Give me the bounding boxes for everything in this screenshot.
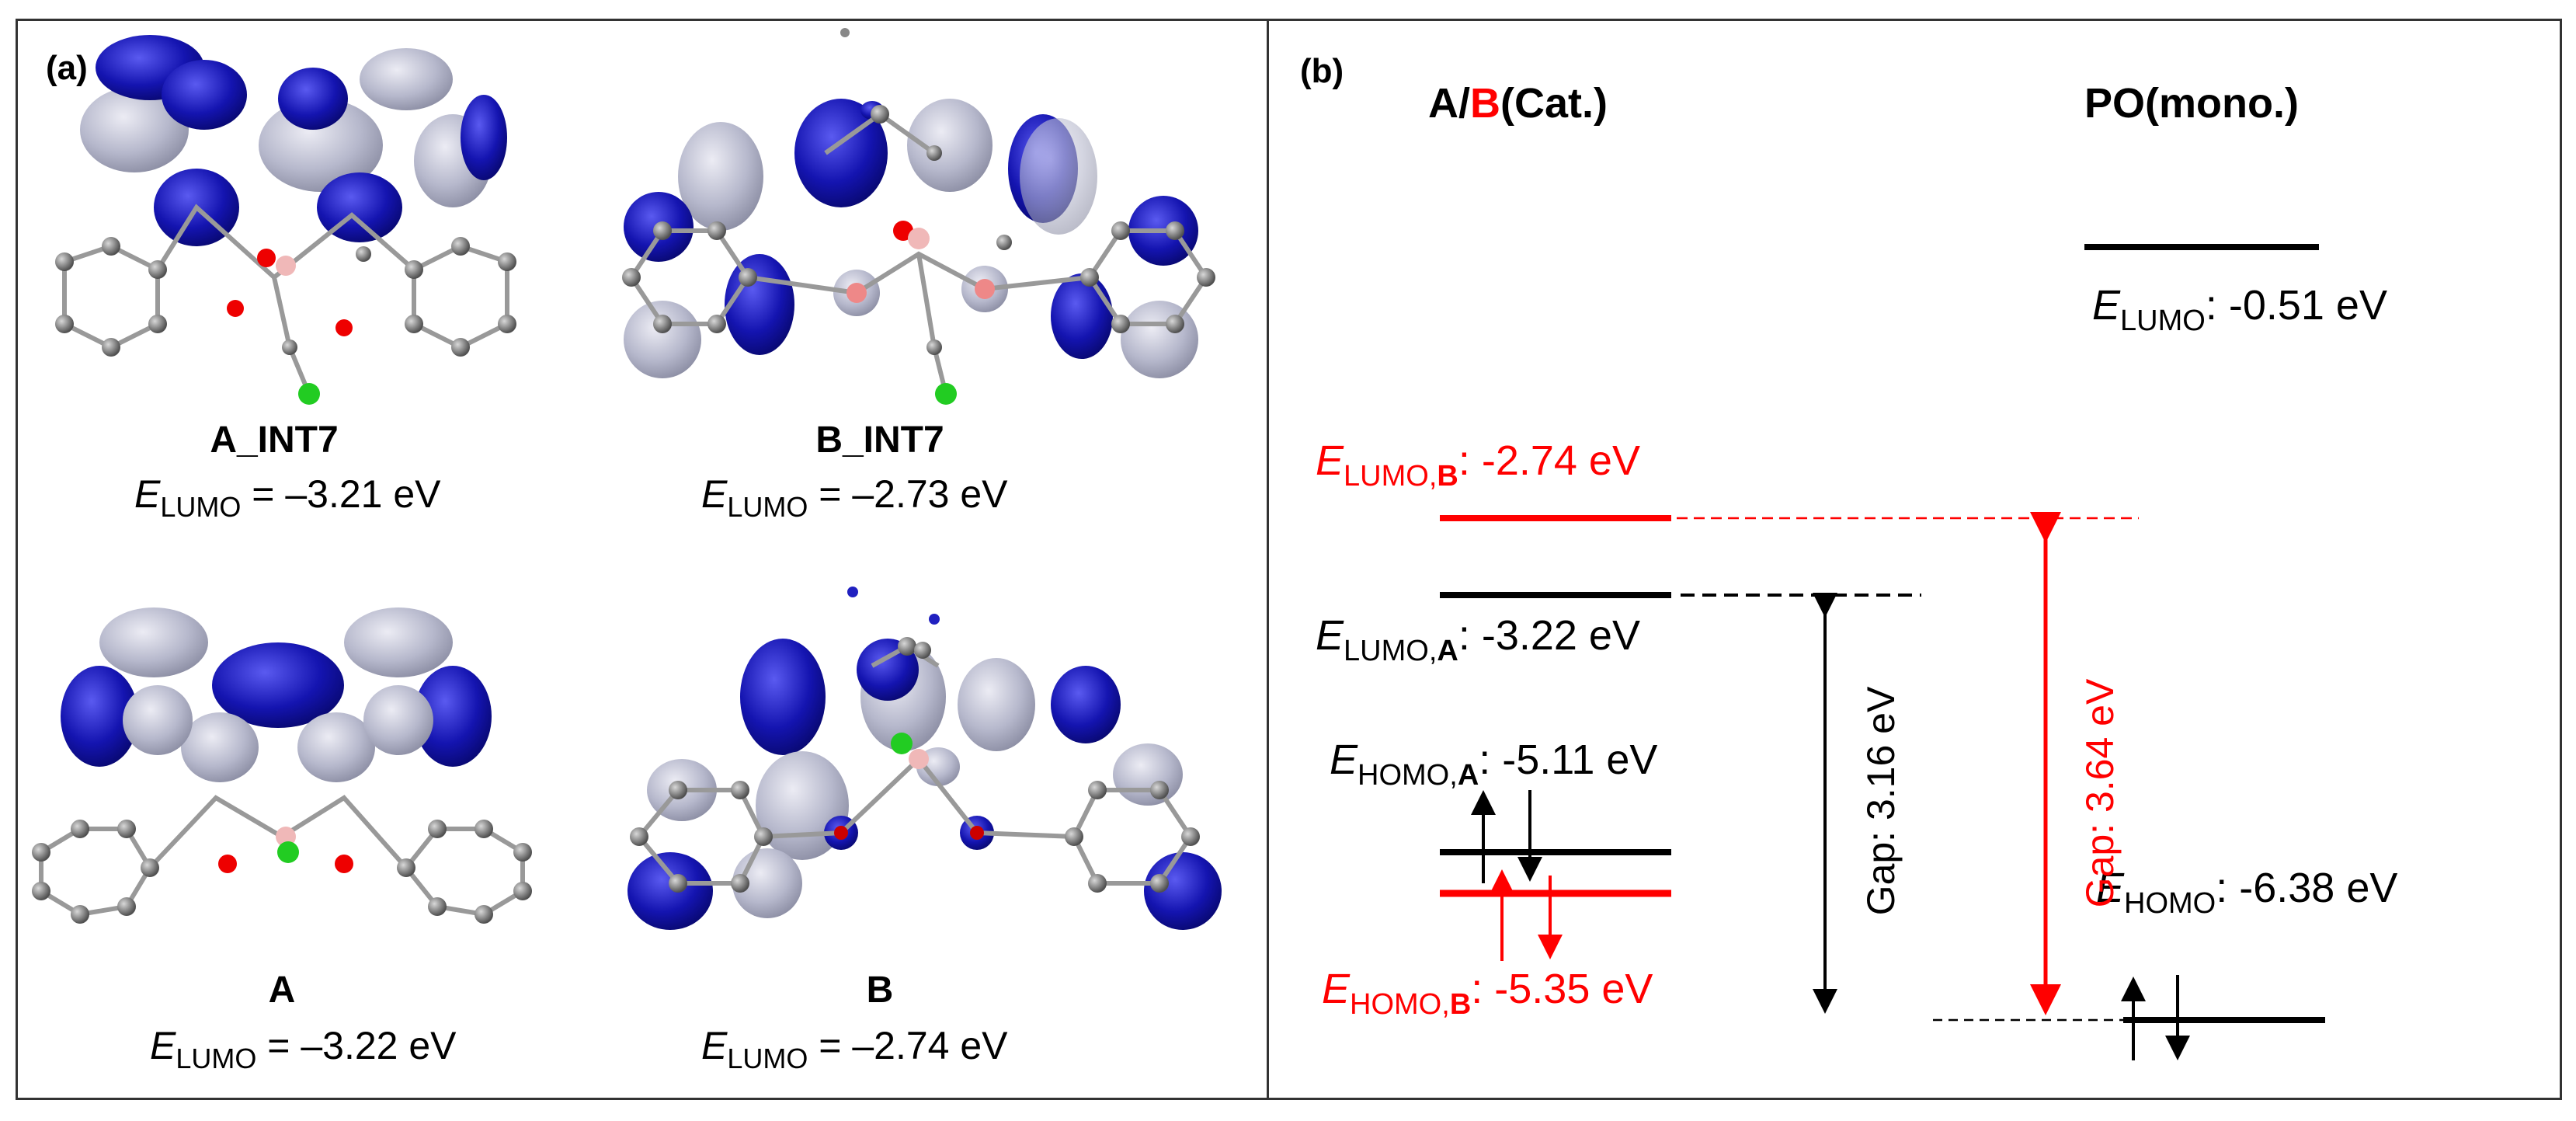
mol-b-int7-orbital [622,28,1215,405]
mol-a-int7-energy: ELUMO = –3.21 eV [134,472,441,523]
homo-b-label: EHOMO,B: -5.35 eV [1322,966,1653,1021]
mol-b-int7-name: B_INT7 [815,420,944,461]
homo-a-label: EHOMO,A: -5.11 eV [1330,736,1658,792]
po-homo-label: EHOMO: -6.38 eV [2096,865,2398,920]
lumo-a-label: ELUMO,A: -3.22 eV [1316,612,1640,667]
mol-b-energy: ELUMO = –2.74 eV [701,1024,1008,1074]
orbital-illustrations [32,28,1222,930]
mol-a-energy: ELUMO = –3.22 eV [150,1024,457,1074]
mol-b-name: B [866,970,894,1011]
panel-a: (a) [16,19,1269,1100]
mol-b-int7-energy: ELUMO = –2.73 eV [701,472,1008,523]
mol-a-orbital [32,607,532,924]
mol-a-int7-orbital [55,35,516,405]
mol-b-orbital [627,587,1222,930]
gap-a-label: Gap: 3.16 eV [1859,686,1903,916]
mol-a-name: A [268,970,296,1011]
energy-level-diagram [1440,244,2325,1060]
panel-a-label: (a) [46,49,88,87]
po-header: PO(mono.) [2084,80,2299,127]
lumo-b-label: ELUMO,B: -2.74 eV [1316,437,1640,493]
gap-b-label: Gap: 3.64 eV [2078,678,2122,908]
po-lumo-label: ELUMO: -0.51 eV [2092,282,2387,337]
panel-b-label: (b) [1300,52,1344,90]
mol-a-int7-name: A_INT7 [210,420,339,461]
panel-b: (b) A/B(Cat.) PO(mono.) [1267,19,2562,1100]
cat-header: A/B(Cat.) [1428,80,1608,127]
